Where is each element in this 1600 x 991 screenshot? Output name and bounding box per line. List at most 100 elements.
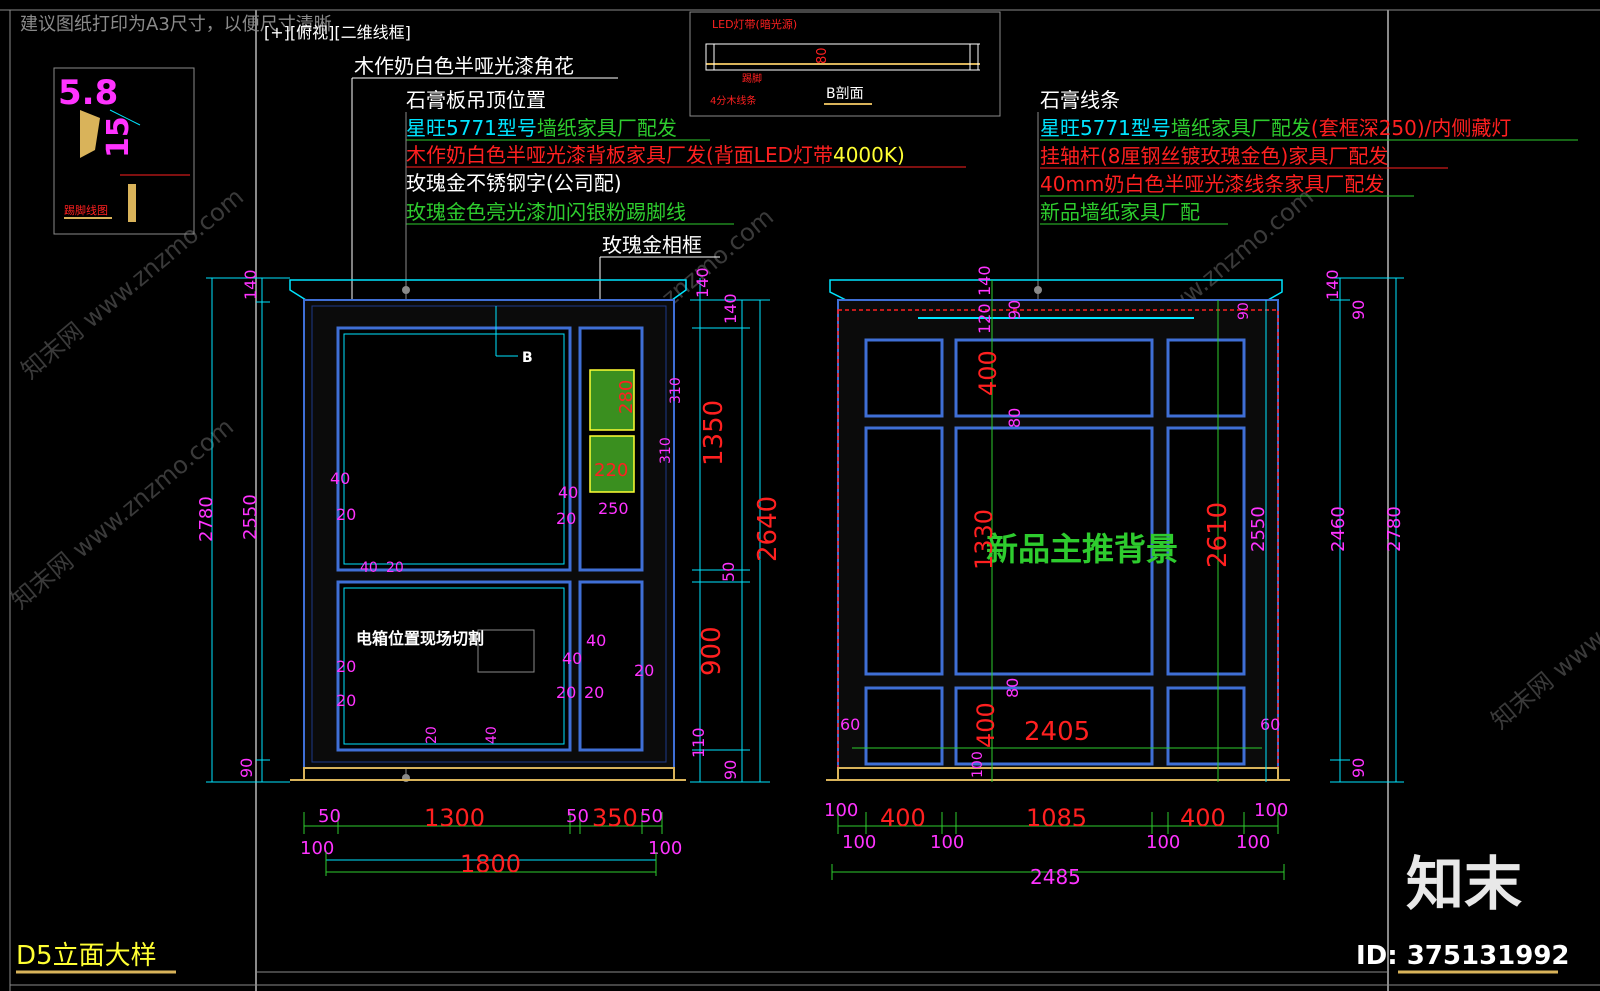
dim-frame-310-a: 310 xyxy=(668,377,684,404)
dim-frame-220: 220 xyxy=(594,460,628,481)
tv-box-note: 电箱位置现场切割 xyxy=(356,629,484,648)
dim-inner-right: 2610 xyxy=(1203,502,1233,568)
dim-frame-250: 250 xyxy=(598,499,629,518)
dim-bottom: 50 xyxy=(318,806,341,827)
dim-frame-310-b: 310 xyxy=(658,437,674,464)
dim-inner-right: 80 xyxy=(1005,408,1024,428)
dim-inner-right: 400 xyxy=(972,702,1000,748)
dim-left-90: 90 xyxy=(237,758,256,778)
note-40mm-line: 40mm奶白色半哑光漆线条家具厂配发 xyxy=(1040,172,1384,196)
dim-inner: 20 xyxy=(336,691,356,710)
dim-right-140-b: 140 xyxy=(721,293,740,324)
right-elevation: 新品主推背景 140 120 90 400 80 1330 2610 400 1… xyxy=(824,265,1405,889)
dim-inner: 40 xyxy=(360,560,378,576)
right-notes: 石膏线条 星旺5771型号墙纸家具厂配发(套框深250)/内侧藏灯 挂轴杆(8厘… xyxy=(1034,88,1578,412)
note-photo-frame: 玫瑰金相框 xyxy=(602,233,702,257)
dim-bottom-total-right: 2485 xyxy=(1030,865,1081,889)
sheet-border xyxy=(0,9,1600,991)
dim-right-side: 2460 xyxy=(1328,506,1349,552)
section-b-label-a: 踢脚 xyxy=(742,72,762,85)
dim-inner-right: 140 xyxy=(975,265,994,296)
dim-inner: 40 xyxy=(558,483,578,502)
dim-inner: 40 xyxy=(330,469,350,488)
dim-frame-280: 280 xyxy=(616,380,637,414)
dim-bottom-right: 100 xyxy=(842,832,876,853)
dim-inner: 20 xyxy=(634,661,654,680)
dim-inner-right: 60 xyxy=(1260,715,1280,734)
note-wallpaper-model-right: 星旺5771型号墙纸家具厂配发(套框深250)/内侧藏灯 xyxy=(1040,116,1511,140)
detail-scale-top: 5.8 xyxy=(58,73,118,113)
brand-logo: 知末 xyxy=(1406,850,1522,918)
note-backboard: 木作奶白色半哑光漆背板家具厂发(背面LED灯带4000K) xyxy=(406,143,905,167)
dim-right-140-a: 140 xyxy=(693,267,712,298)
dim-bottom-right: 100 xyxy=(824,800,858,821)
note-gypsum-ceiling: 石膏板吊顶位置 xyxy=(406,88,546,112)
dim-inner: 20 xyxy=(336,657,356,676)
dim-bottom: 1300 xyxy=(424,804,485,832)
dim-right-2640: 2640 xyxy=(753,496,783,562)
note-wallpaper-model: 星旺5771型号墙纸家具厂配发 xyxy=(406,116,677,140)
dim-bottom-right: 400 xyxy=(1180,804,1226,832)
section-b-title: B剖面 xyxy=(826,86,864,102)
dim-right-1350: 1350 xyxy=(699,400,729,466)
center-panel-text: 新品主推背景 xyxy=(986,530,1178,568)
dim-bottom-right: 100 xyxy=(1146,832,1180,853)
section-marker-b: B xyxy=(522,350,533,366)
dim-inner-right: 400 xyxy=(974,350,1002,396)
dim-inner: 20 xyxy=(424,726,440,744)
dim-bottom: 100 xyxy=(648,838,682,859)
dim-inner: 40 xyxy=(484,726,500,744)
dim-bottom-right: 100 xyxy=(1254,800,1288,821)
section-b-dim-80: 80 xyxy=(815,47,830,64)
section-b-inset: LED灯带(暗光源) 80 踢脚 4分木线条 B剖面 xyxy=(689,11,1001,117)
viewport-label[interactable]: [+][俯视][二维线框] xyxy=(264,23,411,42)
dim-left-2780: 2780 xyxy=(196,496,217,542)
detail-inset: 5.8 15 踢脚线图 xyxy=(53,67,195,235)
dim-bottom: 50 xyxy=(640,806,663,827)
dim-inner: 20 xyxy=(336,505,356,524)
drawing-title: D5立面大样 xyxy=(16,941,157,971)
dim-right-side: 90 xyxy=(1349,758,1368,778)
section-b-led-label: LED灯带(暗光源) xyxy=(712,17,797,31)
dim-left-140: 140 xyxy=(241,269,260,300)
dim-bottom-right: 100 xyxy=(1236,832,1270,853)
dim-inner-right: 90 xyxy=(1236,302,1252,320)
note-steel-letters: 玫瑰金不锈钢字(公司配) xyxy=(406,171,622,195)
dim-right-side: 2780 xyxy=(1384,506,1405,552)
dim-inner: 20 xyxy=(386,560,404,576)
dim-inner: 20 xyxy=(556,683,576,702)
dim-bottom-total: 1800 xyxy=(460,850,521,878)
dim-inner: 20 xyxy=(584,683,604,702)
dim-inner-width: 2405 xyxy=(1024,717,1090,747)
dim-right-side: 140 xyxy=(1323,269,1342,300)
dim-right-90: 90 xyxy=(721,760,740,780)
dim-right-110: 110 xyxy=(689,727,708,758)
id-text: ID: 375131992 xyxy=(1356,941,1570,971)
dim-inner-right: 90 xyxy=(1005,300,1024,320)
dim-inner-right: 80 xyxy=(1003,678,1022,698)
dim-right-50: 50 xyxy=(719,562,738,582)
note-skirting: 玫瑰金色亮光漆加闪银粉踢脚线 xyxy=(406,200,686,224)
dim-bottom-right: 400 xyxy=(880,804,926,832)
dim-inner: 20 xyxy=(556,509,576,528)
dim-inner: 40 xyxy=(562,649,582,668)
print-hint: 建议图纸打印为A3尺寸，以便尺寸清晰 xyxy=(20,14,332,35)
dim-bottom: 100 xyxy=(300,838,334,859)
note-gypsum-line: 石膏线条 xyxy=(1040,88,1120,112)
note-hanging-rod: 挂轴杆(8厘钢丝镀玫瑰金色)家具厂配发 xyxy=(1040,144,1388,168)
dim-bottom-right: 100 xyxy=(930,832,964,853)
dim-bottom: 50 xyxy=(566,806,589,827)
dim-bottom: 350 xyxy=(592,804,638,832)
note-corner-flower: 木作奶白色半哑光漆角花 xyxy=(354,54,574,78)
dim-inner-right: 60 xyxy=(840,715,860,734)
dim-inner-right: 1330 xyxy=(970,509,998,570)
detail-scale-bottom: 15 xyxy=(101,116,136,158)
dim-left-2550: 2550 xyxy=(240,494,261,540)
dim-right-side: 90 xyxy=(1349,300,1368,320)
note-new-wallpaper: 新品墙纸家具厂配 xyxy=(1040,200,1200,224)
dim-inner-right: 100 xyxy=(970,751,986,778)
watermark-text: 知末网 www.znzmo.com xyxy=(1486,533,1600,735)
dim-right-900: 900 xyxy=(697,626,727,676)
dim-bottom-right: 1085 xyxy=(1026,804,1087,832)
